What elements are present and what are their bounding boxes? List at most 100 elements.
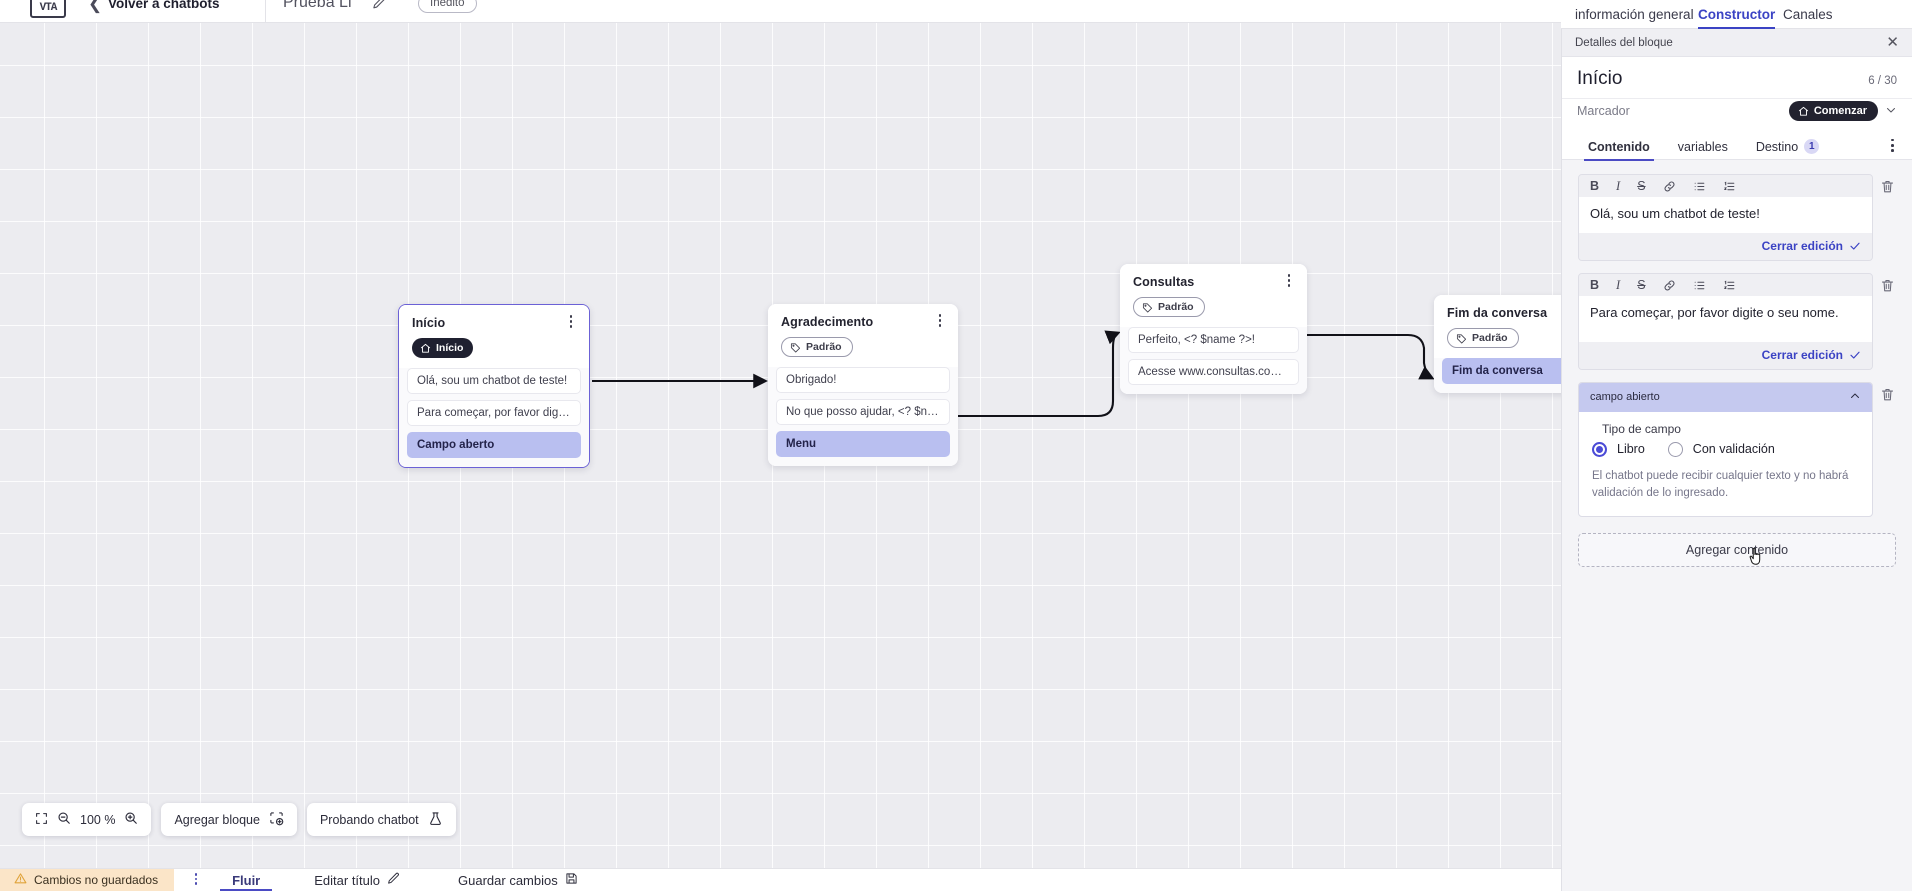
tag-icon xyxy=(790,342,801,352)
bold-button[interactable]: B xyxy=(1590,278,1600,293)
tag-icon xyxy=(1456,333,1467,343)
node-row-highlight[interactable]: Menu xyxy=(776,430,950,457)
node-title: Agradecimento xyxy=(781,315,874,329)
edit-title-button[interactable]: Editar título xyxy=(314,869,400,891)
back-chevron-icon[interactable]: ❮ xyxy=(88,0,103,13)
bullet-list-icon[interactable] xyxy=(1693,279,1706,292)
check-icon[interactable] xyxy=(1849,349,1861,361)
field-type-label: Tipo de campo xyxy=(1602,421,1681,436)
status-badge: Inédito xyxy=(418,0,477,13)
fluir-label: Fluir xyxy=(232,872,261,888)
delete-content-button-1[interactable] xyxy=(1880,174,1896,199)
radio-con-validacion[interactable] xyxy=(1667,441,1683,457)
editor-text-1[interactable]: Olá, sou um chatbot de teste! xyxy=(1579,197,1872,233)
marker-row: Marcador Comenzar xyxy=(1562,98,1912,130)
node-row[interactable]: Acesse www.consultas.com par... xyxy=(1128,358,1299,385)
statusbar-tab-fluir[interactable]: Fluir xyxy=(220,869,273,891)
panel-tab-variables[interactable]: variables xyxy=(1677,139,1728,154)
home-icon xyxy=(420,343,431,353)
delete-content-button-2[interactable] xyxy=(1880,273,1896,298)
delete-field-button[interactable] xyxy=(1880,382,1896,407)
tab-constructor[interactable]: Constructor xyxy=(1698,0,1776,29)
add-content-label: Agregar contenido xyxy=(1685,543,1789,558)
flow-node-fim-da-conversa[interactable]: Fim da conversa Padrão Fim da conversa xyxy=(1434,295,1561,393)
chevron-up-icon[interactable] xyxy=(1849,390,1861,405)
bold-button[interactable]: B xyxy=(1590,179,1600,194)
strikethrough-button[interactable]: S xyxy=(1637,179,1646,194)
trash-icon xyxy=(1881,279,1894,292)
home-icon xyxy=(1798,106,1808,116)
node-row-highlight[interactable]: Fim da conversa xyxy=(1442,357,1561,384)
zoom-level: 100 % xyxy=(80,812,116,827)
node-menu-button[interactable] xyxy=(564,315,578,331)
top-bar: VTA ❮ Volver a chatbots Prueba Li Inédit… xyxy=(0,0,1561,23)
block-title: Início xyxy=(1577,68,1623,89)
marker-chip-comenzar[interactable]: Comenzar xyxy=(1788,101,1878,121)
back-to-chatbots-link[interactable]: Volver a chatbots xyxy=(108,0,220,11)
radio-libro-label: Libro xyxy=(1617,442,1645,457)
node-header: Fim da conversa xyxy=(1434,295,1561,320)
node-header: Início xyxy=(399,305,589,330)
zoom-out-icon[interactable] xyxy=(57,811,71,828)
test-chatbot-button[interactable]: Probando chatbot xyxy=(306,803,456,836)
panel-tab-destino[interactable]: Destino 1 xyxy=(1756,132,1820,161)
tab-canales[interactable]: Canales xyxy=(1783,7,1833,22)
node-chip-default: Padrão xyxy=(1447,328,1519,348)
node-title: Fim da conversa xyxy=(1447,306,1548,320)
radio-con-validacion-label: Con validación xyxy=(1692,442,1775,457)
italic-button[interactable]: I xyxy=(1616,278,1621,293)
zoom-in-icon[interactable] xyxy=(124,811,138,828)
close-icon[interactable]: ✕ xyxy=(1886,34,1899,51)
panel-header-title: Detalles del bloque xyxy=(1575,36,1673,49)
flow-node-inicio[interactable]: Início Início Olá, sou um chatbot de tes… xyxy=(398,304,590,468)
node-menu-button[interactable] xyxy=(1282,274,1296,290)
panel-tabs-menu-button[interactable] xyxy=(1886,138,1899,155)
node-row-highlight[interactable]: Campo aberto xyxy=(407,431,581,458)
panel-content: B I S Olá, sou um chatbot de tes xyxy=(1562,160,1912,518)
flow-node-consultas[interactable]: Consultas Padrão Perfeito, <? $name ?>! … xyxy=(1120,264,1307,394)
link-icon[interactable] xyxy=(1663,180,1676,193)
node-row[interactable]: Para começar, por favor digite o ... xyxy=(407,399,581,426)
strikethrough-button[interactable]: S xyxy=(1637,278,1646,293)
chevron-down-icon[interactable] xyxy=(1885,104,1897,119)
panel-tab-contenido[interactable]: Contenido xyxy=(1584,132,1654,161)
node-row[interactable]: Olá, sou um chatbot de teste! xyxy=(407,367,581,394)
numbered-list-icon[interactable] xyxy=(1723,180,1736,193)
node-body: Perfeito, <? $name ?>! Acesse www.consul… xyxy=(1120,326,1307,394)
node-title: Consultas xyxy=(1133,275,1195,289)
chip-label: Padrão xyxy=(806,341,842,353)
node-chip-default: Padrão xyxy=(1133,297,1205,317)
flow-node-agradecimento[interactable]: Agradecimento Padrão Obrigado! No que po… xyxy=(768,304,958,466)
node-row[interactable]: Obrigado! xyxy=(776,366,950,393)
node-menu-button[interactable] xyxy=(933,314,947,330)
add-content-button[interactable]: Agregar contenido xyxy=(1578,533,1896,568)
editor-text-2[interactable]: Para começar, por favor digite o seu nom… xyxy=(1579,295,1872,342)
app-logo[interactable]: VTA xyxy=(30,0,66,18)
marker-chip-label: Comenzar xyxy=(1813,105,1867,117)
block-counter: 6 / 30 xyxy=(1868,75,1897,87)
save-disk-icon xyxy=(565,872,578,888)
node-chip-default: Padrão xyxy=(781,337,853,357)
link-icon[interactable] xyxy=(1663,279,1676,292)
node-row[interactable]: Perfeito, <? $name ?>! xyxy=(1128,326,1299,353)
node-row[interactable]: No que posso ajudar, <? $name ... xyxy=(776,398,950,425)
flow-canvas[interactable]: Início Início Olá, sou um chatbot de tes… xyxy=(0,23,1561,868)
fit-screen-icon[interactable] xyxy=(35,812,48,828)
flow-connectors xyxy=(592,330,1435,418)
edit-title-pencil-icon[interactable] xyxy=(372,0,387,15)
node-chip-row: Padrão xyxy=(768,329,958,367)
radio-libro[interactable] xyxy=(1592,441,1607,457)
field-header[interactable]: campo abierto xyxy=(1579,382,1872,412)
check-icon[interactable] xyxy=(1849,240,1861,252)
numbered-list-icon[interactable] xyxy=(1723,279,1736,292)
close-edit-button-2[interactable]: Cerrar edición xyxy=(1761,347,1843,362)
save-changes-button[interactable]: Guardar cambios xyxy=(458,869,578,891)
tab-informacion-general[interactable]: información general xyxy=(1575,7,1694,22)
close-edit-button-1[interactable]: Cerrar edición xyxy=(1761,238,1843,253)
node-header: Agradecimento xyxy=(768,304,958,329)
add-block-button[interactable]: Agregar bloque xyxy=(161,803,297,836)
bullet-list-icon[interactable] xyxy=(1693,180,1706,193)
statusbar-menu-button[interactable] xyxy=(190,873,202,887)
italic-button[interactable]: I xyxy=(1616,179,1621,194)
node-body: Obrigado! No que posso ajudar, <? $name … xyxy=(768,366,958,466)
